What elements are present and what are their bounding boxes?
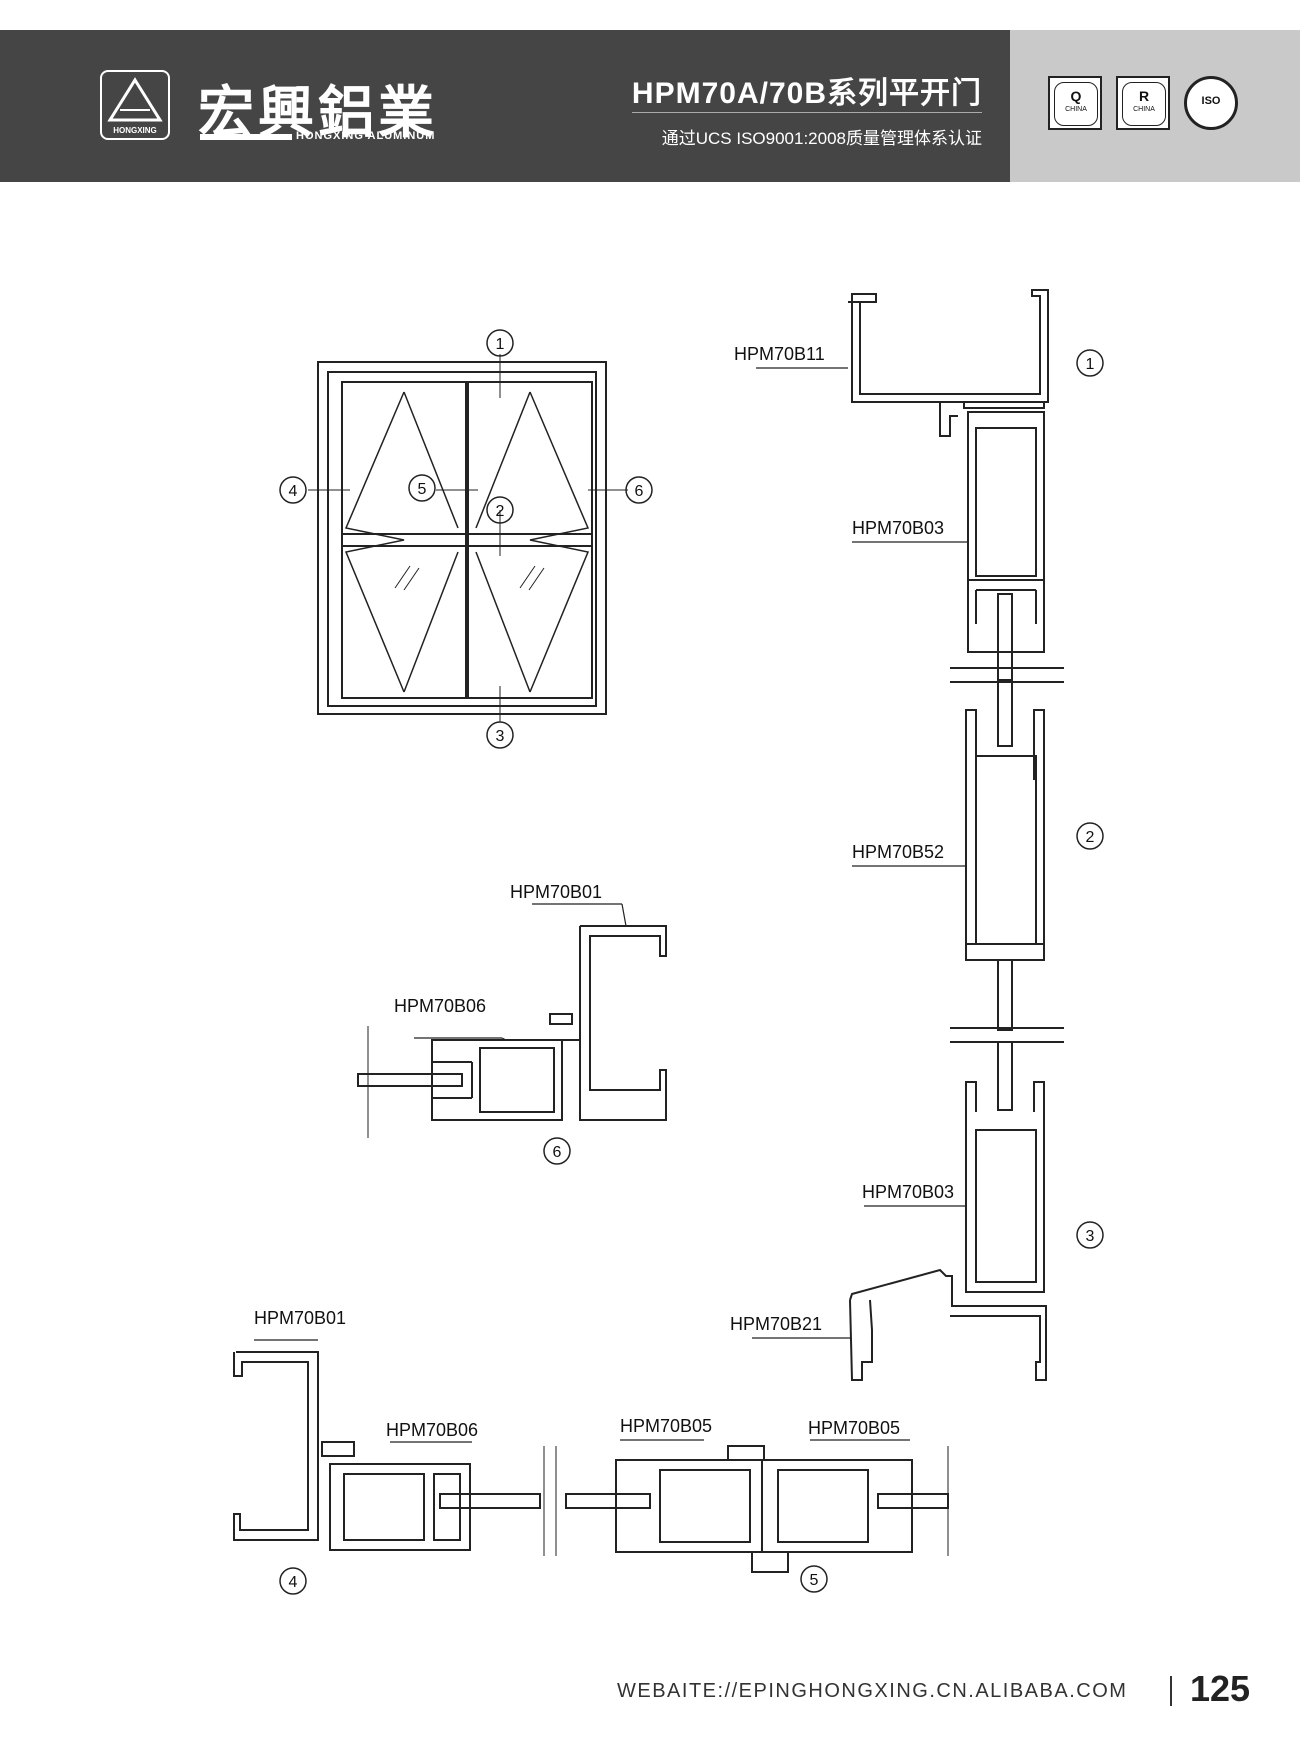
profile-label-b06-s4: HPM70B06 bbox=[386, 1420, 478, 1440]
vertical-section bbox=[848, 289, 1064, 1381]
company-logo: HONGXING bbox=[100, 70, 170, 140]
elevation-marker-3: 3 bbox=[496, 728, 505, 745]
profile-label-b06-s6: HPM70B06 bbox=[394, 996, 486, 1016]
logo-triangle-icon bbox=[107, 77, 163, 122]
elevation-marker-2: 2 bbox=[496, 503, 505, 520]
marker-circles bbox=[279, 329, 1104, 1595]
profile-label-b21: HPM70B21 bbox=[730, 1314, 822, 1334]
page-number: 125 bbox=[1190, 1668, 1251, 1709]
profile-label-b03-top: HPM70B03 bbox=[852, 518, 944, 538]
certification-panel: Q CHINA R CHINA ISO bbox=[1010, 30, 1300, 182]
header-divider bbox=[632, 112, 982, 113]
section-marker-3: 3 bbox=[1086, 1228, 1095, 1245]
section-5 bbox=[555, 1445, 949, 1573]
profile-label-b01-s6: HPM70B01 bbox=[510, 882, 602, 902]
badge-letter: R bbox=[1138, 88, 1150, 104]
brand-name-en: HONGXING ALUMINUM bbox=[296, 130, 436, 142]
series-title: HPM70A/70B系列平开门 bbox=[631, 77, 982, 110]
elevation-marker-5: 5 bbox=[418, 481, 427, 498]
badge-sub: CHINA bbox=[1133, 106, 1155, 113]
section-marker-2: 2 bbox=[1086, 829, 1095, 846]
section-6 bbox=[357, 925, 667, 1138]
section-marker-4: 4 bbox=[289, 1574, 298, 1591]
page-header: HONGXING 宏興鋁業 HONGXING ALUMINUM HPM70A/7… bbox=[0, 30, 1300, 182]
footer-website: WEBAITE://EPINGHONGXING.CN.ALIBABA.COM bbox=[617, 1680, 1128, 1702]
iso-globe-badge: ISO bbox=[1184, 76, 1238, 130]
brand-underline bbox=[200, 134, 292, 140]
elevation-marker-4: 4 bbox=[289, 483, 298, 500]
door-elevation bbox=[308, 354, 628, 722]
section-marker-6: 6 bbox=[553, 1144, 562, 1161]
badge-letter: ISO bbox=[1201, 95, 1221, 107]
elevation-marker-6: 6 bbox=[635, 483, 644, 500]
profile-label-b01-s4: HPM70B01 bbox=[254, 1308, 346, 1328]
section-4 bbox=[233, 1351, 545, 1556]
registered-badge: R CHINA bbox=[1116, 76, 1170, 130]
elevation-marker-1: 1 bbox=[496, 336, 505, 353]
quality-badge: Q CHINA bbox=[1048, 76, 1102, 130]
certification-text: 通过UCS ISO9001:2008质量管理体系认证 bbox=[661, 129, 982, 148]
leader-lines bbox=[254, 367, 968, 1443]
profile-label-b05-right: HPM70B05 bbox=[808, 1418, 900, 1438]
badge-letter: Q bbox=[1070, 88, 1082, 104]
logo-text: HONGXING bbox=[113, 126, 157, 135]
profile-label-b11: HPM70B11 bbox=[734, 344, 825, 364]
footer-separator bbox=[1170, 1676, 1172, 1706]
section-marker-1: 1 bbox=[1086, 356, 1095, 373]
section-marker-5: 5 bbox=[810, 1572, 819, 1589]
profile-label-b05-left: HPM70B05 bbox=[620, 1416, 712, 1436]
profile-label-b52: HPM70B52 bbox=[852, 842, 944, 862]
badge-sub: CHINA bbox=[1065, 106, 1087, 113]
profile-label-b03-bottom: HPM70B03 bbox=[862, 1182, 954, 1202]
